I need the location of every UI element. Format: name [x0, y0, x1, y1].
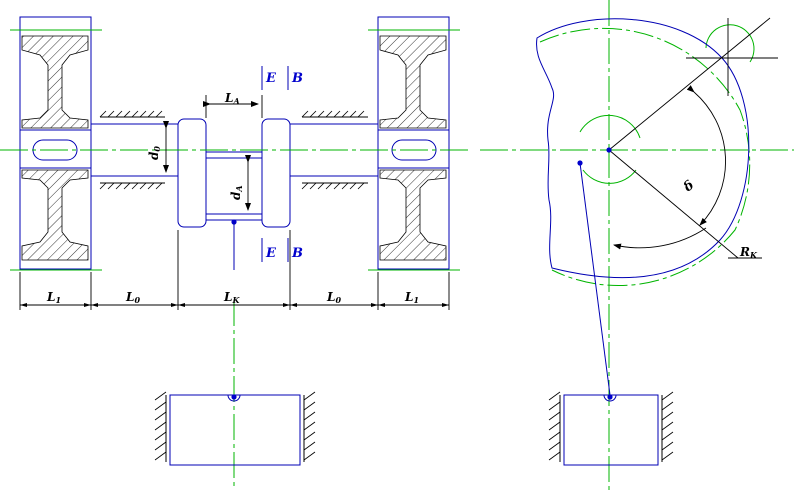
label-rk: RK — [739, 245, 758, 260]
right-view: δ RK — [480, 0, 794, 490]
right-wheel — [377, 16, 450, 270]
label-l0-right: L0 — [326, 290, 341, 305]
crank-journals — [177, 118, 291, 270]
label-lk: LK — [223, 290, 240, 305]
piston-pin-dot-right — [607, 394, 613, 400]
label-da: dA — [229, 185, 244, 200]
crankpin-dot-right — [577, 160, 583, 166]
label-d0: d0 — [147, 146, 162, 160]
section-b-bottom: B — [291, 246, 303, 261]
left-view: E B E B LA d0 — [0, 16, 470, 490]
label-la: LA — [224, 91, 240, 106]
connecting-rod — [579, 162, 611, 396]
crank-disc — [536, 18, 750, 279]
crank-center-dot — [606, 147, 612, 153]
piston-left — [154, 391, 316, 466]
piston-pin-dot-left — [231, 394, 237, 400]
dimension-labels: LA d0 dA L1 L0 LK L0 L1 — [46, 91, 419, 305]
label-delta: δ — [680, 178, 697, 196]
piston-right — [548, 391, 674, 466]
construction-lines — [608, 17, 778, 259]
dimensions — [19, 95, 450, 310]
section-e-top: E — [265, 71, 277, 86]
label-l1-right: L1 — [404, 290, 419, 305]
section-e-bottom: E — [265, 246, 277, 261]
section-marks: E B E B — [261, 66, 303, 262]
right-shaft — [290, 110, 378, 190]
label-l1-left: L1 — [46, 290, 61, 305]
right-centerlines — [480, 0, 794, 490]
label-l0-left: L0 — [125, 290, 140, 305]
left-wheel — [19, 16, 92, 270]
section-b-top: B — [291, 71, 303, 86]
